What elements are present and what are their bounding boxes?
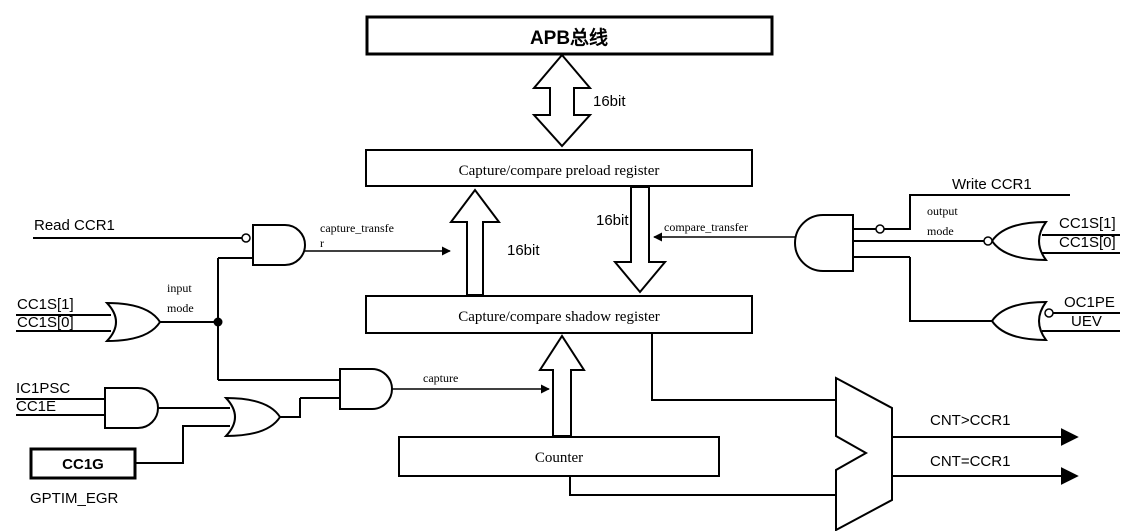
input-mode-label-line1: input <box>167 281 192 295</box>
apb-bus-width-label: 16bit <box>593 93 626 110</box>
preload-to-shadow-arrow <box>612 186 668 294</box>
apb-bus-label: APB总线 <box>530 26 608 49</box>
capture-transfer-and-gate <box>252 224 306 266</box>
capture-and-gate <box>339 368 393 410</box>
cc1s0-left-label: CC1S[0] <box>17 314 74 331</box>
counter-label: Counter <box>535 450 583 466</box>
read-ccr1-label: Read CCR1 <box>34 217 115 234</box>
input-mode-or-gate <box>104 301 162 343</box>
read-ccr1-signal <box>33 233 251 243</box>
cc1s0-right-label: CC1S[0] <box>1059 234 1116 251</box>
cc1g-label: CC1G <box>62 456 104 473</box>
counter-to-shadow-arrow <box>538 334 586 437</box>
counter-block: Counter <box>398 436 720 477</box>
apb-bus-arrow <box>531 53 593 148</box>
preload-register-block: Capture/compare preload register <box>365 149 753 187</box>
uev-label: UEV <box>1071 313 1102 330</box>
shadow-register-block: Capture/compare shadow register <box>365 295 753 334</box>
capture-transfer-label-line2: r <box>320 236 324 250</box>
comparator <box>835 376 893 531</box>
cc1e-label: CC1E <box>16 398 56 415</box>
capture-label: capture <box>423 371 458 385</box>
cnt-eq-ccr1-label: CNT=CCR1 <box>930 453 1010 470</box>
shadow-to-preload-arrow <box>449 188 501 296</box>
output-mode-label-line1: output <box>927 204 958 218</box>
trigger-or-gate <box>223 396 282 438</box>
compare-transfer-and-gate <box>794 214 854 272</box>
cc1s1-right-label: CC1S[1] <box>1059 215 1116 232</box>
ic1psc-label: IC1PSC <box>16 380 70 397</box>
apb-bus-block: APB总线 <box>365 15 774 56</box>
capture-width-label: 16bit <box>507 242 540 259</box>
gptim-egr-label: GPTIM_EGR <box>30 490 119 507</box>
shadow-register-label: Capture/compare shadow register <box>458 309 660 325</box>
output-mode-label-line2: mode <box>927 224 954 238</box>
capture-transfer-label-line1: capture_transfe <box>320 221 394 235</box>
cc1g-block: CC1G <box>29 447 137 480</box>
preload-enable-or-gate <box>990 300 1048 342</box>
input-mode-label-line2: mode <box>167 301 194 315</box>
compare-width-label: 16bit <box>596 212 629 229</box>
cc1s1-left-label: CC1S[1] <box>17 296 74 313</box>
output-mode-or-gate <box>990 220 1048 262</box>
ic1psc-and-gate <box>104 387 159 429</box>
write-ccr1-label: Write CCR1 <box>952 176 1032 193</box>
preload-register-label: Capture/compare preload register <box>459 163 660 179</box>
oc1pe-label: OC1PE <box>1064 294 1115 311</box>
compare-transfer-label: compare_transfer <box>664 220 748 234</box>
cnt-gt-ccr1-label: CNT>CCR1 <box>930 412 1010 429</box>
